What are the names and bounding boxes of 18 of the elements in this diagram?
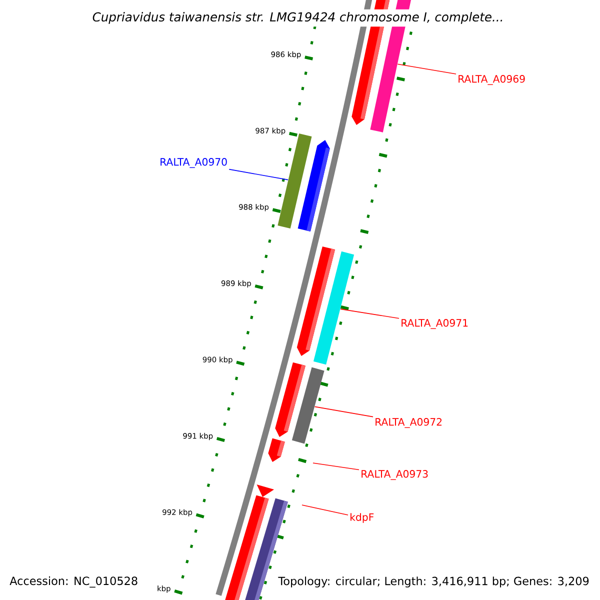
leader-line [314,406,374,418]
gene-feature [278,134,312,228]
gene-label: RALTA_A0973 [362,470,428,480]
gene-label: kdpF [350,513,374,523]
summary-label: Topology: circular; Length: 3,416,911 bp; Genes: 3,209 [276,575,591,589]
leader-line [228,168,288,180]
gene-label: RALTA_A0972 [376,418,442,428]
leader-line [312,462,360,470]
gene-feature [313,251,354,365]
accession-label: Accession: NC_010528 [8,575,140,589]
leader-line [397,64,456,74]
gene-label: RALTA_A0970 [160,158,227,168]
gene-feature [292,367,324,444]
leader-line [340,308,400,319]
leader-line [302,504,348,516]
title: Cupriavidus taiwanensis str. LMG19424 chromosome I, complete... [90,9,506,27]
gene-label: RALTA_A0971 [402,319,468,329]
gene-label: RALTA_A0969 [458,75,525,85]
